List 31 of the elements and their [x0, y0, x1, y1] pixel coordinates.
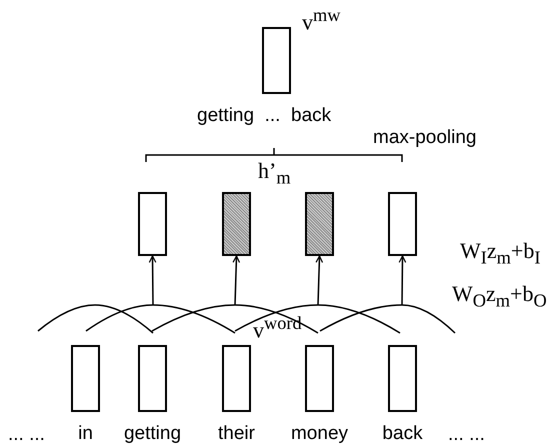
ellipsis-label: ... ... — [448, 425, 485, 444]
shaded-vector-box — [222, 192, 251, 256]
word-label: their — [218, 424, 255, 443]
window-arc — [38, 304, 154, 334]
window-arc — [86, 304, 236, 334]
phrase-label: getting ... back — [197, 106, 332, 125]
vector-box — [388, 192, 417, 256]
shaded-vector-box — [305, 192, 334, 256]
window-arc — [320, 304, 456, 334]
vector-box — [222, 345, 251, 412]
arrow — [398, 255, 406, 305]
arrow — [232, 255, 240, 306]
vector-box — [138, 192, 167, 256]
ellipsis-label: ... ... — [8, 425, 45, 444]
vector-label: v$^{word}$ — [253, 314, 302, 342]
formula-label: W$_{I}$z$_{m}$+b$_{I}$ — [460, 240, 540, 267]
vector-label: h’$_{m}$ — [258, 160, 291, 187]
vector-box — [138, 345, 167, 412]
arrow — [148, 255, 156, 305]
vector-box — [388, 345, 417, 412]
word-label: back — [382, 424, 423, 443]
formula-label: W$_{O}$z$_{m}$+b$_{O}$ — [452, 283, 547, 310]
vector-box — [262, 27, 291, 94]
vector-box — [305, 345, 334, 412]
word-label: money — [290, 424, 348, 443]
vector-label: v$^{mw}$ — [302, 6, 340, 34]
arrow — [316, 255, 324, 306]
operation-label: max-pooling — [373, 128, 476, 147]
word-label: getting — [124, 424, 182, 443]
word-label: in — [78, 424, 93, 443]
vector-box — [71, 345, 100, 412]
